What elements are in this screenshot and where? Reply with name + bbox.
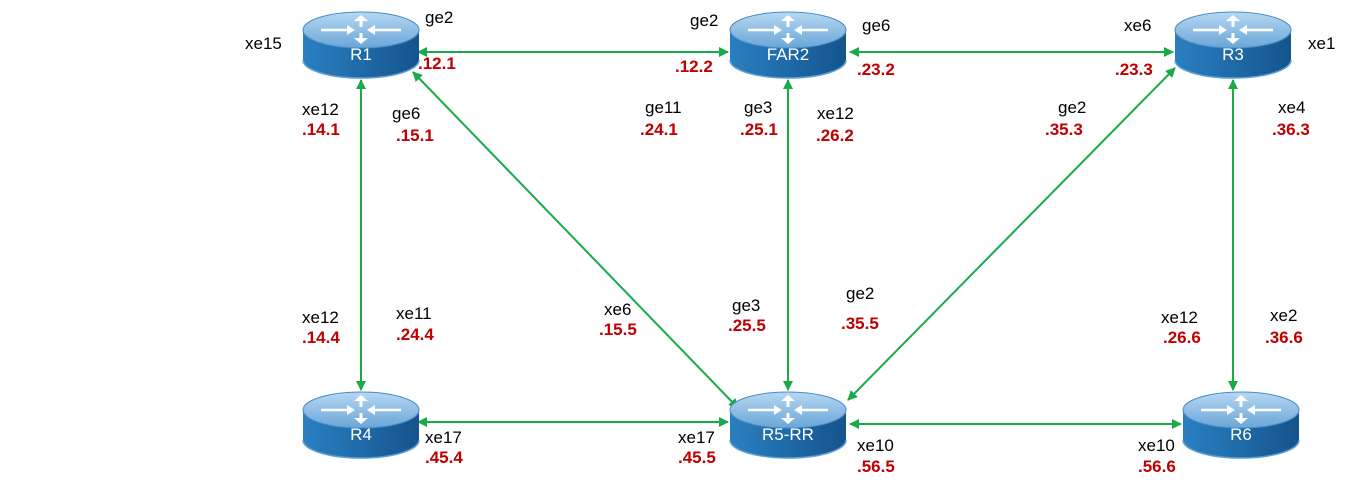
router-arrows-icon [1193,15,1273,44]
router-name-label: R6 [1230,425,1252,444]
router-rim [302,59,420,79]
links-layer [356,47,1238,429]
ip-label-r3-36-3: .36.3 [1272,120,1310,139]
ip-label-r6-56-6: .56.6 [1138,457,1176,476]
router-arrows-icon [1201,395,1281,424]
ip-label-far2-25-1: .25.1 [740,120,778,139]
ip-label-r5-15-5: .15.5 [599,320,637,339]
router-name-label: FAR2 [767,45,810,64]
if-label-r5-xe6: xe6 [604,300,632,319]
router-arrows-icon [321,15,401,44]
ip-label-far2-26-2: .26.2 [816,126,854,145]
ip-label-r6-26-6: .26.6 [1163,328,1201,347]
if-label-r5-xe17: xe17 [678,428,715,447]
router-top [1182,391,1300,429]
router-name-label: R1 [350,45,372,64]
router-rim [302,439,420,459]
if-label-far2-xe12: xe12 [817,104,854,123]
router-far2[interactable]: FAR2 [729,11,847,79]
if-label-r3-xe4: xe4 [1278,98,1306,117]
if-label-r3-xe6: xe6 [1124,16,1152,35]
router-arrows-icon [748,15,828,44]
ip-label-r3-23-3: .23.3 [1115,60,1153,79]
if-label-r5-ge3: ge3 [732,296,761,315]
router-name-label: R5-RR [762,425,814,444]
if-label-r6-xe2: xe2 [1270,306,1298,325]
router-rim [729,439,847,459]
if-label-r4-xe17: xe17 [425,428,462,447]
if-label-r1-xe15: xe15 [245,34,282,53]
router-top [1174,11,1292,49]
if-label-r3-ge2: ge2 [1058,98,1087,117]
router-rim [1174,59,1292,79]
if-label-far2-ge2: ge2 [690,11,719,30]
router-r4[interactable]: R4 [302,391,420,459]
router-r6[interactable]: R6 [1182,391,1300,459]
ip-label-r4-24-4: .24.4 [396,325,434,344]
router-name-label: R3 [1222,45,1244,64]
router-r1[interactable]: R1 [302,11,420,79]
router-top [729,11,847,49]
if-label-far2-ge6: ge6 [862,16,891,35]
ip-label-far2-24-1: .24.1 [640,120,678,139]
if-label-r5-ge2: ge2 [846,284,875,303]
router-r3[interactable]: R3 [1174,11,1292,79]
if-label-r1-ge2: ge2 [425,8,454,27]
router-r5[interactable]: R5-RR [729,391,847,459]
if-label-far2-ge11: ge11 [645,98,682,117]
ip-label-r4-14-4: .14.4 [302,328,340,347]
ip-label-r1-12-1: .12.1 [418,54,456,73]
ip-label-r4-45-4: .45.4 [425,448,463,467]
if-label-r3-xe1: xe1 [1308,34,1336,53]
if-label-r4-xe12: xe12 [302,308,339,327]
if-label-r6-xe12: xe12 [1161,308,1198,327]
if-label-r6-xe10: xe10 [1138,436,1175,455]
router-rim [729,59,847,79]
router-top [302,391,420,429]
if-label-r5-xe10: xe10 [857,436,894,455]
router-rim [1182,439,1300,459]
if-label-far2-ge3: ge3 [744,98,773,117]
ip-label-r1-15-1: .15.1 [396,126,434,145]
ip-label-r5-45-5: .45.5 [678,448,716,467]
ip-label-r5-25-5: .25.5 [728,316,766,335]
ip-label-r6-36-6: .36.6 [1265,328,1303,347]
if-label-r1-ge6: ge6 [392,104,421,123]
link-r1-r5 [412,71,739,409]
ip-label-r5-35-5: .35.5 [841,314,879,333]
ip-label-r1-14-1: .14.1 [302,120,340,139]
router-arrows-icon [321,395,401,424]
ip-label-r3-35-3: .35.3 [1045,120,1083,139]
if-label-r1-xe12: xe12 [302,100,339,119]
router-top [302,11,420,49]
router-top [729,391,847,429]
link-r3-r5 [847,67,1176,401]
ip-label-far2-23-2: .23.2 [857,60,895,79]
router-name-label: R4 [350,425,372,444]
ip-label-far2-12-2: .12.2 [675,57,713,76]
router-arrows-icon [748,395,828,424]
if-label-r4-xe11: xe11 [396,304,432,323]
ip-label-r5-56-5: .56.5 [857,457,895,476]
